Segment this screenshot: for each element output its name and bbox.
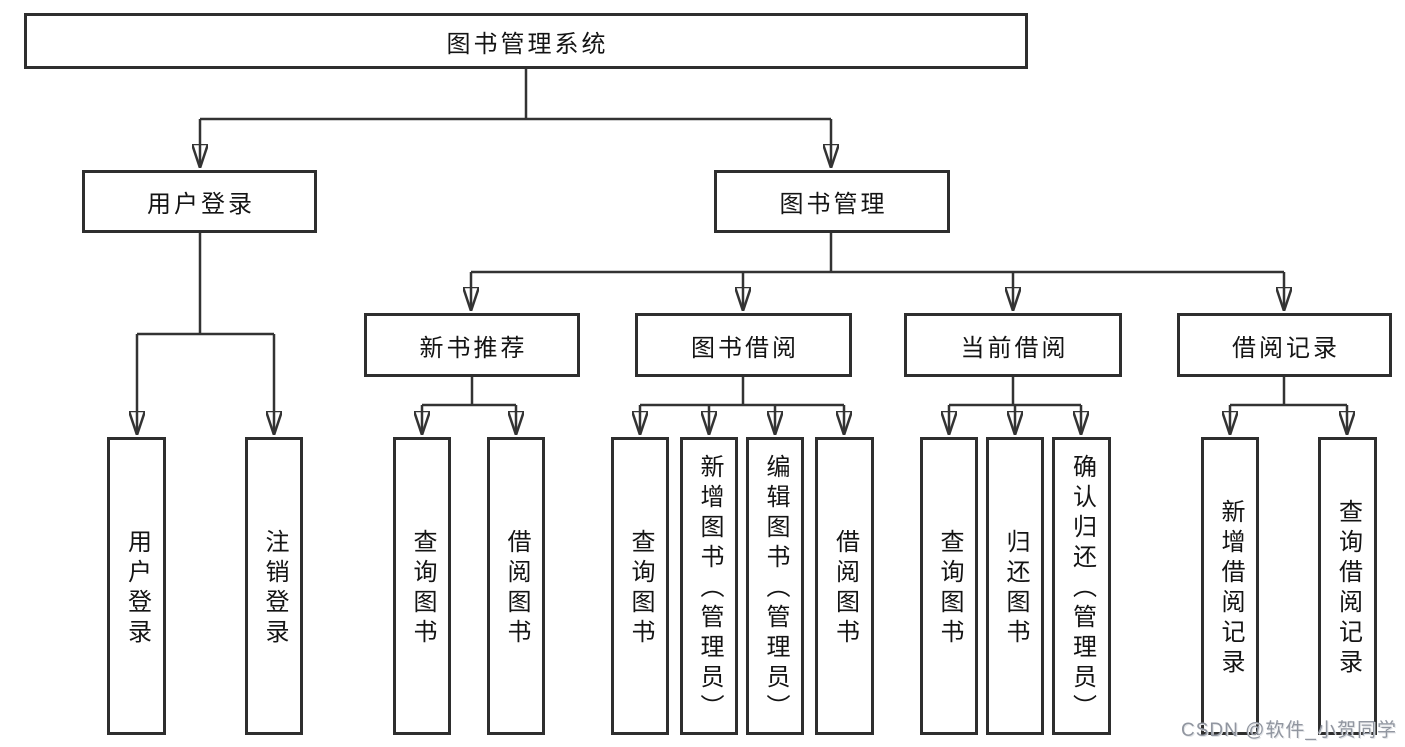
node-label: 归还图书: [1002, 529, 1029, 649]
node-label: 当前借阅: [960, 334, 1069, 362]
node-label: 图书管理系统: [446, 30, 609, 58]
node-label: 借阅图书: [831, 529, 859, 649]
node-label: 图书借阅: [691, 334, 799, 362]
node-book-management: 图书管理: [714, 170, 950, 233]
node-label: 查询借阅记录: [1334, 499, 1362, 679]
node-label: 借阅图书: [503, 529, 530, 649]
leaf-user-login: 用户登录: [107, 437, 166, 735]
leaf-query-book-current: 查询图书: [920, 437, 978, 735]
leaf-borrow-book: 借阅图书: [815, 437, 874, 735]
node-label: 注销登录: [261, 529, 288, 649]
node-label: 用户登录: [147, 191, 255, 218]
leaf-add-borrow-record: 新增借阅记录: [1201, 437, 1259, 735]
node-label: 查询图书: [936, 529, 963, 649]
leaf-add-book-admin: 新增图书（管理员）: [680, 437, 738, 735]
node-root-system: 图书管理系统: [24, 13, 1028, 69]
leaf-edit-book-admin: 编辑图书（管理员）: [746, 437, 804, 735]
node-user-login: 用户登录: [82, 170, 317, 233]
node-label: 用户登录: [123, 529, 151, 649]
node-label: 图书管理: [779, 191, 888, 218]
leaf-confirm-return-admin: 确认归还（管理员）: [1052, 437, 1111, 735]
node-book-borrowing: 图书借阅: [635, 313, 852, 377]
leaf-return-book: 归还图书: [986, 437, 1044, 735]
leaf-query-book-recommend: 查询图书: [393, 437, 451, 735]
node-borrowing-records: 借阅记录: [1177, 313, 1392, 377]
node-label: 查询图书: [409, 529, 436, 649]
csdn-watermark: CSDN @软件_小贺同学: [1181, 720, 1397, 741]
node-label: 确认归还（管理员）: [1068, 454, 1096, 724]
node-current-borrowing: 当前借阅: [904, 313, 1122, 377]
node-label: 新增图书（管理员）: [696, 454, 723, 724]
node-label: 借阅记录: [1232, 334, 1340, 362]
node-new-book-recommend: 新书推荐: [364, 313, 580, 377]
leaf-borrow-book-recommend: 借阅图书: [487, 437, 545, 735]
node-label: 新书推荐: [419, 334, 528, 362]
leaf-query-book: 查询图书: [611, 437, 669, 735]
leaf-query-borrow-record: 查询借阅记录: [1318, 437, 1377, 735]
leaf-logout: 注销登录: [245, 437, 303, 735]
node-label: 查询图书: [627, 529, 654, 649]
node-label: 编辑图书（管理员）: [762, 454, 789, 724]
node-label: 新增借阅记录: [1217, 499, 1244, 679]
